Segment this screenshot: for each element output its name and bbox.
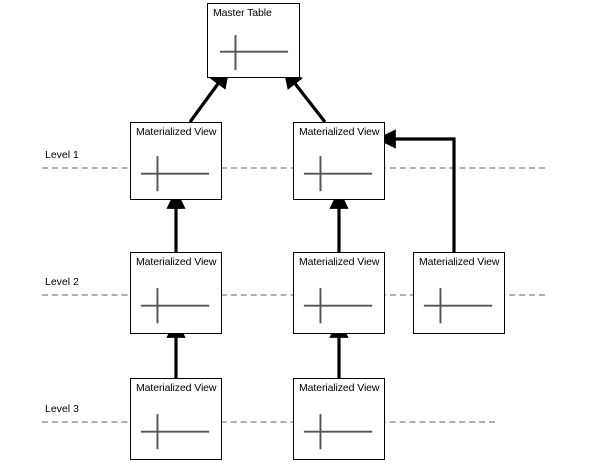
- edge-l1right-to-master: [283, 68, 327, 123]
- node-label: Materialized View: [419, 256, 500, 268]
- node-l1-left[interactable]: Materialized View: [130, 122, 222, 200]
- node-l2-mid[interactable]: Materialized View: [293, 252, 385, 334]
- node-label: Master Table: [213, 7, 272, 19]
- node-label: Materialized View: [299, 256, 380, 268]
- node-l2-left[interactable]: Materialized View: [130, 252, 222, 334]
- node-label: Materialized View: [299, 382, 380, 394]
- node-l3-left[interactable]: Materialized View: [130, 378, 222, 460]
- node-l2-right[interactable]: Materialized View: [413, 252, 505, 334]
- node-master-table[interactable]: Master Table: [207, 3, 300, 78]
- level-line-3: [42, 421, 495, 423]
- node-l3-mid[interactable]: Materialized View: [293, 378, 385, 460]
- node-label: Materialized View: [136, 256, 217, 268]
- level-label-2: Level 2: [45, 276, 79, 288]
- edge-l1left-to-master: [188, 68, 230, 123]
- edge-l2right-to-l1right: [376, 129, 456, 252]
- level-label-3: Level 3: [45, 403, 79, 415]
- node-label: Materialized View: [136, 382, 217, 394]
- node-l1-right[interactable]: Materialized View: [293, 122, 385, 200]
- node-label: Materialized View: [299, 126, 380, 138]
- level-label-1: Level 1: [45, 149, 79, 161]
- node-label: Materialized View: [136, 126, 217, 138]
